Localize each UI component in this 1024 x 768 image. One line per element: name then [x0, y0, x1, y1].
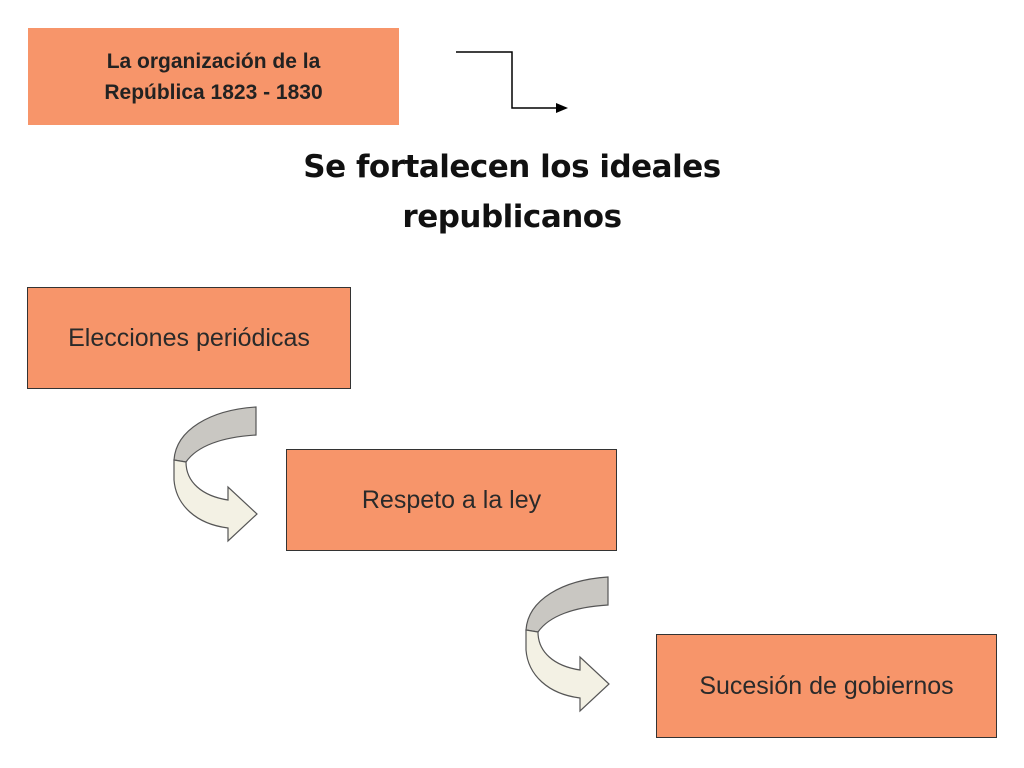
title-text: La organización de la República 1823 - 1… — [104, 46, 322, 108]
title-line-1: La organización de la — [106, 49, 321, 73]
step-box-respeto: Respeto a la ley — [286, 449, 617, 551]
step-box-sucesion: Sucesión de gobiernos — [656, 634, 997, 738]
main-heading: Se fortalecen los ideales republicanos — [212, 142, 812, 242]
step-label-3: Sucesión de gobiernos — [699, 671, 954, 700]
step-box-elecciones: Elecciones periódicas — [27, 287, 351, 389]
title-box: La organización de la República 1823 - 1… — [28, 28, 399, 125]
step-label-1: Elecciones periódicas — [68, 323, 310, 352]
title-line-2: República 1823 - 1830 — [104, 80, 323, 104]
heading-line-2: republicanos — [402, 199, 622, 235]
step-label-2: Respeto a la ley — [361, 485, 542, 514]
heading-line-1: Se fortalecen los ideales — [303, 149, 721, 185]
